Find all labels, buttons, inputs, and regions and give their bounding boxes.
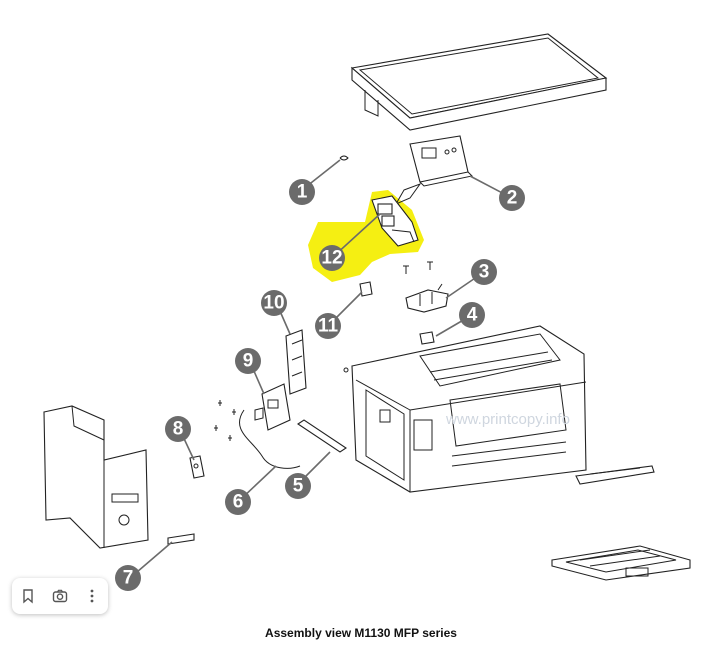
callout-3: 3 [471,259,497,285]
callout-12: 12 [319,245,345,271]
part-1-spring [339,155,349,161]
callout-11-label: 11 [318,316,339,337]
bookmark-button[interactable] [15,583,41,609]
more-options-button[interactable] [79,583,105,609]
callout-11: 11 [315,313,341,339]
input-tray [551,545,691,581]
callout-5: 5 [285,473,311,499]
callout-12-label: 12 [321,248,342,269]
callout-6: 6 [225,489,251,515]
callout-8: 8 [165,416,191,442]
part-11-block [359,281,373,297]
callout-2: 2 [499,185,525,211]
screws [214,261,433,441]
callout-9-label: 9 [243,351,254,372]
part-9-pcb [254,383,291,431]
callout-7: 7 [115,565,141,591]
callout-4: 4 [459,302,485,328]
part-12-roller-assembly [371,195,419,247]
scanner-lid [350,33,608,131]
watermark-text: www.printcopy.info [445,411,570,428]
callout-10-label: 10 [263,293,284,314]
callout-4-label: 4 [467,305,478,326]
part-6-cable [238,409,301,469]
part-8-sensor [189,455,205,479]
printer-chassis [343,325,587,493]
callout-1: 1 [289,179,315,205]
callout-3-label: 3 [479,262,490,283]
callout-1-label: 1 [297,182,308,203]
callout-8-label: 8 [173,419,184,440]
callout-10: 10 [261,290,287,316]
more-icon [90,589,94,603]
diagram-caption: Assembly view M1130 MFP series [265,626,457,640]
part-7-strip [167,533,195,545]
image-viewer-toolbar [12,578,108,614]
part-4-block [419,331,435,345]
control-panel [394,135,474,206]
bookmark-icon [23,589,33,604]
lens-button[interactable] [47,583,73,609]
side-cover [43,405,149,549]
part-3-bracket [405,283,449,313]
callout-6-label: 6 [233,492,244,513]
output-tray-piece [575,465,655,485]
callout-9: 9 [235,348,261,374]
lens-icon [52,589,68,603]
callout-5-label: 5 [293,476,304,497]
callout-2-label: 2 [507,188,518,209]
part-5-flat-cable [297,419,347,453]
callout-7-label: 7 [123,568,134,589]
part-10-bracket [285,329,307,395]
